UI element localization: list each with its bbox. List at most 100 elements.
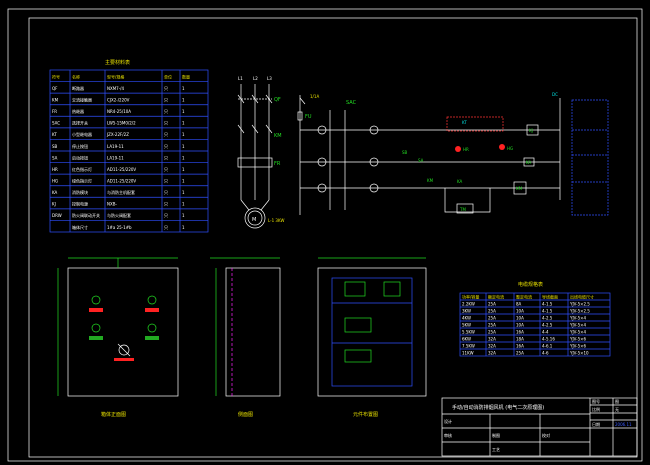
- components-cell: KA: [52, 190, 58, 195]
- components-header-cell: 单位: [164, 73, 172, 79]
- cable-cell: YJV-5×10: [569, 350, 589, 355]
- title-field-check-label: 校对: [542, 432, 550, 438]
- cable-cell: YJV-5×2.5: [569, 301, 590, 306]
- components-cell: NXM7-/4: [107, 86, 125, 91]
- cable-cell: 16A: [516, 343, 524, 348]
- components-cell: LA19-11: [107, 155, 124, 160]
- components-cell: 1: [182, 121, 185, 126]
- control-circuit: 1/1A FU SAC KT KJ HR HG KA SB SA KM KM: [297, 92, 609, 216]
- components-cell: 只: [164, 202, 168, 207]
- km3-label: KM: [516, 186, 523, 191]
- side-panel-label: 侧面图: [238, 411, 253, 418]
- cable-cell: YJV-5×2.5: [569, 308, 590, 313]
- components-cell: 只: [164, 109, 168, 114]
- components-cell: 只: [164, 97, 168, 102]
- title-field-date-value: 2006.11: [615, 422, 632, 427]
- title-block: 手动/自动消防排烟风机 (电气二次原理图) 设计 审核 制图 校对 工艺 图号 …: [441, 397, 638, 457]
- component-layout-view: 元件布置图: [317, 257, 427, 418]
- components-cell: 小型继电器: [72, 131, 92, 137]
- sa-label: SA: [418, 158, 424, 163]
- sac-label: SAC: [346, 100, 357, 106]
- components-cell: 1: [182, 167, 185, 172]
- qf-ctrl-label: 1/1A: [310, 94, 319, 99]
- inner-frame: [28, 17, 638, 458]
- components-cell: LW5-15M0/2/2: [107, 121, 136, 126]
- components-cell: SAC: [52, 121, 60, 126]
- main-circuit: L1 L2 L3 QF KM FR M L-1 3KW: [237, 76, 284, 229]
- components-cell: SB: [52, 144, 58, 149]
- cable-cell: 25A: [488, 315, 496, 320]
- components-cell: NXB-: [107, 202, 117, 207]
- ka2-label: KA: [457, 179, 463, 184]
- components-cell: 只: [164, 178, 168, 183]
- components-cell: 只: [164, 144, 168, 149]
- title-field-no-label: 图号: [592, 398, 600, 404]
- cable-cell: 8A: [516, 301, 522, 306]
- components-cell: 与防火阀配套: [107, 212, 131, 218]
- cable-cell: 25A: [516, 350, 524, 355]
- components-cell: 1: [182, 109, 185, 114]
- components-header-cell: 名称: [72, 73, 80, 79]
- components-cell: 1: [182, 178, 185, 183]
- cable-cell: 5KW: [462, 322, 471, 327]
- title-field-design-label: 设计: [444, 418, 452, 424]
- components-cell: 消防模块: [72, 189, 88, 195]
- components-cell: 只: [164, 86, 168, 91]
- title-field-scale-value: 无: [615, 407, 619, 412]
- phase-label-l1: L1: [238, 76, 243, 81]
- cable-cell: 10A: [516, 322, 524, 327]
- cable-cell: 32A: [488, 350, 496, 355]
- cable-cell: 11KW: [462, 350, 474, 355]
- title-field-draw-label: 制图: [492, 432, 500, 438]
- components-cell: 防火阀联动开关: [72, 212, 100, 218]
- components-cell: 只: [164, 213, 168, 218]
- ctrl-label: DC: [552, 92, 558, 97]
- cable-cell: YJV-5×6: [569, 343, 586, 348]
- layout-panel-label: 元件布置图: [353, 411, 378, 418]
- cable-cell: 5.5KW: [462, 329, 475, 334]
- title-field-scale-label: 比例: [592, 406, 600, 412]
- cable-cell: 25A: [488, 329, 496, 334]
- components-cell: 断路器: [72, 85, 84, 91]
- components-cell: 热继器: [72, 108, 84, 114]
- components-cell: 只: [164, 225, 168, 230]
- title-field-review-label: 审核: [444, 432, 452, 438]
- title-field-date-label: 日期: [592, 421, 600, 427]
- front-lamp-red: [89, 295, 103, 312]
- components-cell: 1: [182, 86, 185, 91]
- cable-header-cell: 额定电流: [488, 293, 504, 299]
- cable-cell: 4-5.16: [542, 336, 555, 341]
- components-cell: 红色指示灯: [72, 166, 92, 172]
- motor-note: L-1 3KW: [268, 218, 284, 223]
- title-field-process-label: 工艺: [492, 447, 500, 452]
- cable-cell: 32A: [488, 343, 496, 348]
- cable-header-cell: 出线电缆尺寸: [570, 293, 594, 299]
- components-cell: 1: [182, 132, 185, 137]
- components-cell: AD11-25/220V: [107, 167, 136, 172]
- cable-cell: YJV-5×4: [569, 315, 586, 320]
- components-cell: KJ: [52, 202, 56, 207]
- components-cell: 停止按钮: [72, 143, 88, 149]
- cable-cell: 4-2.5: [542, 322, 553, 327]
- cable-cell: 10A: [516, 315, 524, 320]
- components-cell: 只: [164, 155, 168, 160]
- components-cell: 只: [164, 190, 168, 195]
- cable-cell: 4-1.5: [542, 308, 553, 313]
- components-cell: 交流接触器: [72, 96, 92, 102]
- components-cell: 绿色指示灯: [72, 177, 92, 183]
- components-cell: HG: [52, 178, 58, 183]
- phase-label-l2: L2: [253, 76, 258, 81]
- cable-cell: YJV-5×6: [569, 336, 586, 341]
- components-cell: 1: [182, 225, 185, 230]
- kj-label: KJ: [529, 128, 533, 133]
- title-field-no-value: 图: [615, 398, 619, 404]
- km-label: KM: [274, 133, 282, 139]
- cable-cell: 10A: [516, 308, 524, 313]
- motor-label: M: [252, 217, 256, 223]
- cable-header-cell: 导线截面: [542, 293, 558, 299]
- cable-cell: 4-6: [542, 350, 549, 355]
- components-cell: 1: [182, 202, 185, 207]
